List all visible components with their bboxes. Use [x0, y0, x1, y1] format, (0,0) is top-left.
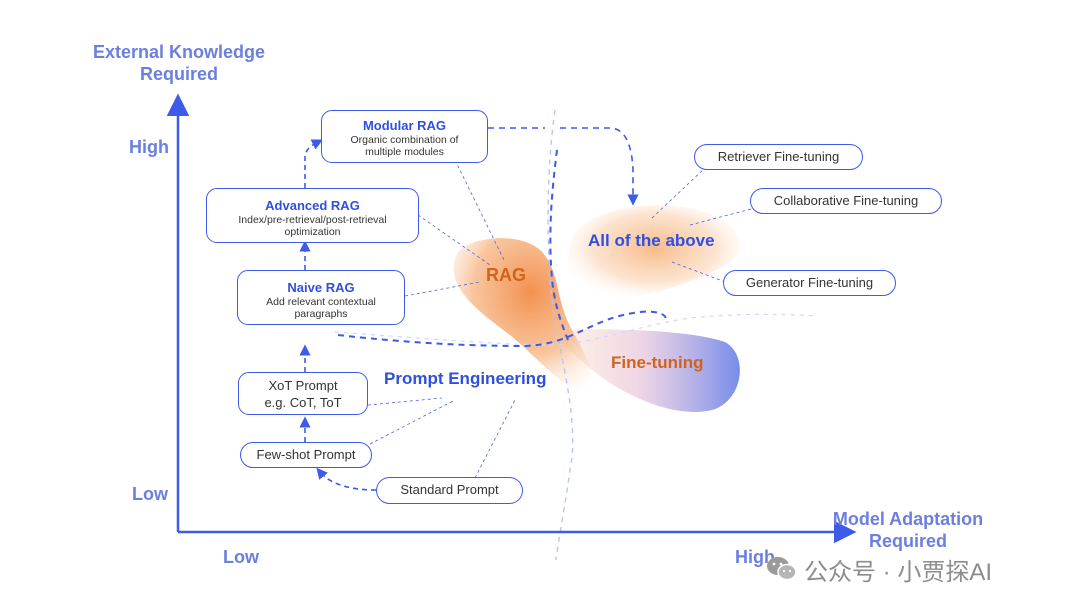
advanced-rag-desc-line2: optimization	[284, 226, 341, 238]
wechat-icon	[767, 557, 797, 581]
few-shot-prompt-node: Few-shot Prompt	[240, 442, 372, 468]
leader-lines	[367, 159, 756, 479]
modular-rag-title: Modular RAG	[362, 118, 447, 133]
x-axis-title-line2: Required	[868, 531, 947, 551]
naive-rag-desc-line2: paragraphs	[294, 308, 348, 320]
modular-rag-desc-line1: Organic combination of	[350, 134, 459, 146]
x-axis-high-label: High	[735, 547, 775, 567]
modular-rag-node: Modular RAG Organic combination of multi…	[321, 110, 488, 163]
arrow-modular-to-all	[488, 127, 633, 200]
standard-prompt-node: Standard Prompt	[376, 477, 523, 504]
watermark: 公众号 · 小贾探AI	[766, 552, 1056, 586]
x-axis-low-label: Low	[223, 547, 259, 567]
xot-prompt-line2: e.g. CoT, ToT	[264, 395, 342, 410]
naive-rag-desc-line1: Add relevant contextual	[266, 296, 376, 308]
xot-prompt-line1: XoT Prompt	[268, 378, 338, 393]
rag-fine-boundary	[337, 310, 667, 348]
xot-prompt-node: XoT Prompt e.g. CoT, ToT	[238, 372, 368, 415]
prompt-engineering-region-label: Prompt Engineering	[384, 369, 547, 388]
rag-all-boundary	[549, 149, 569, 341]
y-axis-title-line2: Required	[139, 64, 218, 84]
naive-rag-node: Naive RAG Add relevant contextual paragr…	[237, 270, 405, 325]
modular-rag-desc-line2: multiple modules	[365, 146, 444, 158]
boundary-horizontal	[334, 313, 816, 346]
fine-tuning-region-label: Fine-tuning	[611, 353, 704, 372]
collaborative-fine-tuning-node: Collaborative Fine-tuning	[750, 188, 942, 214]
all-of-above-region-label: All of the above	[588, 231, 715, 250]
advanced-rag-desc-line1: Index/pre-retrieval/post-retrieval	[238, 214, 387, 226]
fine-tuning-blob	[559, 329, 740, 412]
advanced-rag-node: Advanced RAG Index/pre-retrieval/post-re…	[206, 188, 419, 243]
y-axis-title-line1: External Knowledge	[92, 42, 266, 62]
y-axis-low-label: Low	[132, 484, 168, 504]
y-axis-high-label: High	[129, 137, 169, 157]
x-axis-title-line1: Model Adaptation	[832, 509, 984, 529]
rag-region-label: RAG	[486, 265, 526, 285]
generator-fine-tuning-node: Generator Fine-tuning	[723, 270, 896, 296]
rag-blob	[453, 238, 594, 393]
x-axis-title: Model Adaptation Required	[822, 508, 994, 552]
naive-rag-title: Naive RAG	[287, 280, 355, 295]
advanced-rag-title: Advanced RAG	[265, 198, 360, 213]
retriever-fine-tuning-node: Retriever Fine-tuning	[694, 144, 863, 170]
arrow-advanced-to-modular	[304, 139, 324, 188]
watermark-text: 公众号 · 小贾探AI	[804, 559, 993, 586]
arrow-standard-to-fewshot	[316, 467, 377, 491]
all-of-above-blob	[568, 205, 741, 300]
y-axis-title: External Knowledge Required	[80, 41, 278, 85]
